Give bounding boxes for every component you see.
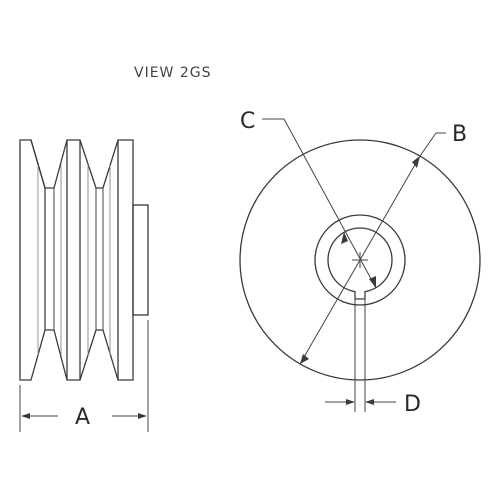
dim-a-arrow-left [21,413,30,419]
dim-c-arrow-upper [341,232,348,244]
dimension-c: C [240,109,377,289]
side-view-groove-left [30,139,134,381]
dimension-d: D [325,392,421,417]
dim-b-leader-diag [419,132,437,157]
dim-c-leader-diag [283,118,377,289]
front-view-bore-with-keyway [327,227,393,300]
dim-b-diameter-line [299,155,421,365]
label-b: B [452,122,467,147]
label-c: C [240,109,255,134]
side-view-hub [132,204,149,316]
dimension-a: A [19,320,149,432]
dim-b-arrow-bottom [300,354,309,364]
dimension-b: B [299,122,467,365]
dim-d-arrow-right [365,399,374,405]
dim-c-arrow-lower [369,276,376,288]
pulley-side-view [19,139,149,381]
front-view-hub-circle [314,214,406,306]
front-view-outer-circle [239,139,481,381]
dim-a-arrow-right [138,413,147,419]
label-d: D [404,392,421,417]
dim-b-arrow-top [412,156,420,168]
pulley-front-view [239,139,481,412]
dim-d-arrow-left [346,399,355,405]
label-a: A [75,405,90,430]
view-title: VIEW 2GS [134,65,212,81]
